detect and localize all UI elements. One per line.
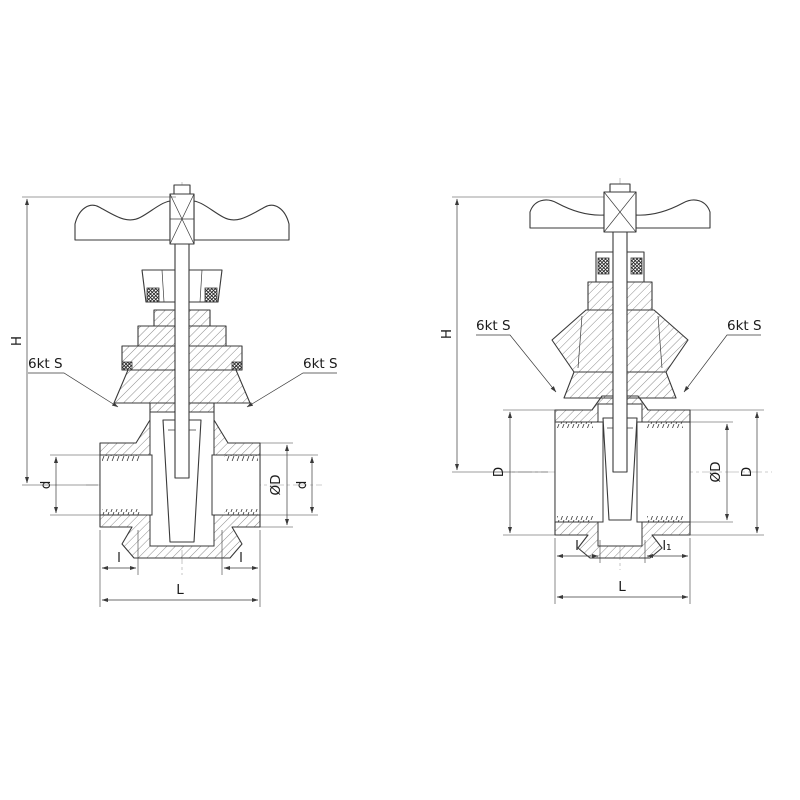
left-dim-l-left-label: l: [117, 550, 121, 566]
left-valve-packing-right: [204, 287, 218, 303]
left-hex-left-label: 6kt S: [28, 356, 63, 372]
left-dim-H: H: [9, 196, 176, 486]
left-valve-hub-cap: [173, 184, 191, 195]
left-valve-stem: [174, 243, 190, 479]
right-valve-handwheel: [529, 183, 711, 233]
right-valve-body: [554, 395, 691, 559]
left-valve-gasket-right: [231, 361, 243, 371]
left-valve-gasket-left: [121, 361, 133, 371]
right-dim-l1: l₁: [644, 538, 689, 563]
left-dim-l-right-label: l: [239, 550, 243, 566]
right-dim-l-label: l: [575, 538, 579, 554]
right-valve-packing-right: [630, 257, 643, 275]
right-dim-H-label: H: [439, 329, 455, 339]
left-valve-bore-left: [99, 454, 153, 516]
right-hex-left-label: 6kt S: [476, 318, 511, 334]
left-dim-hex-left: 6kt S: [28, 356, 119, 408]
right-valve: H 6kt S 6kt S D: [439, 178, 772, 604]
right-dim-L-label: L: [618, 579, 626, 595]
left-valve-packing-left: [146, 287, 160, 303]
left-dim-L-label: L: [176, 582, 184, 598]
right-dim-D-right: D: [690, 409, 764, 536]
right-valve-packing-left: [597, 257, 610, 275]
left-valve-bore-right: [211, 454, 261, 516]
left-valve: H 6kt S 6kt S d: [9, 182, 338, 607]
left-dim-d-left: d: [38, 454, 100, 516]
right-valve-dimensions: H 6kt S 6kt S D: [439, 196, 764, 604]
right-hex-right-label: 6kt S: [727, 318, 762, 334]
right-valve-hub-cap: [609, 183, 631, 193]
left-valve-body: [99, 402, 261, 559]
left-dim-phiD: ØD: [260, 442, 293, 528]
right-dim-D-left: D: [491, 409, 555, 536]
right-dim-D-left-label: D: [491, 467, 507, 477]
left-dim-d-left-label: d: [38, 481, 54, 490]
left-dim-d-right: d: [260, 454, 318, 516]
right-valve-stem: [612, 231, 628, 473]
left-dim-L: L: [101, 530, 261, 607]
left-valve-dimensions: H 6kt S 6kt S d: [9, 196, 338, 607]
right-valve-bore-left: [554, 421, 604, 523]
left-dim-l-right: l: [221, 530, 259, 575]
left-hex-right-label: 6kt S: [303, 356, 338, 372]
right-dim-L: L: [556, 538, 691, 604]
left-valve-handwheel: [74, 184, 290, 245]
right-dim-D-right-label: D: [739, 467, 755, 477]
left-dim-d-right-label: d: [294, 481, 310, 490]
right-dim-phiD-label: ØD: [708, 461, 724, 482]
left-dim-phiD-label: ØD: [268, 474, 284, 495]
right-dim-l1-label: l₁: [662, 538, 671, 554]
right-dim-hex-right: 6kt S: [683, 318, 762, 393]
right-dim-phiD: ØD: [690, 421, 733, 523]
left-dim-H-label: H: [9, 336, 25, 346]
right-dim-hex-left: 6kt S: [476, 318, 557, 393]
left-dim-hex-right: 6kt S: [246, 356, 338, 408]
right-dim-l: l: [554, 538, 601, 604]
right-dim-H: H: [439, 196, 604, 473]
left-dim-l-left: l: [99, 530, 139, 607]
right-valve-bore-right: [636, 421, 691, 523]
